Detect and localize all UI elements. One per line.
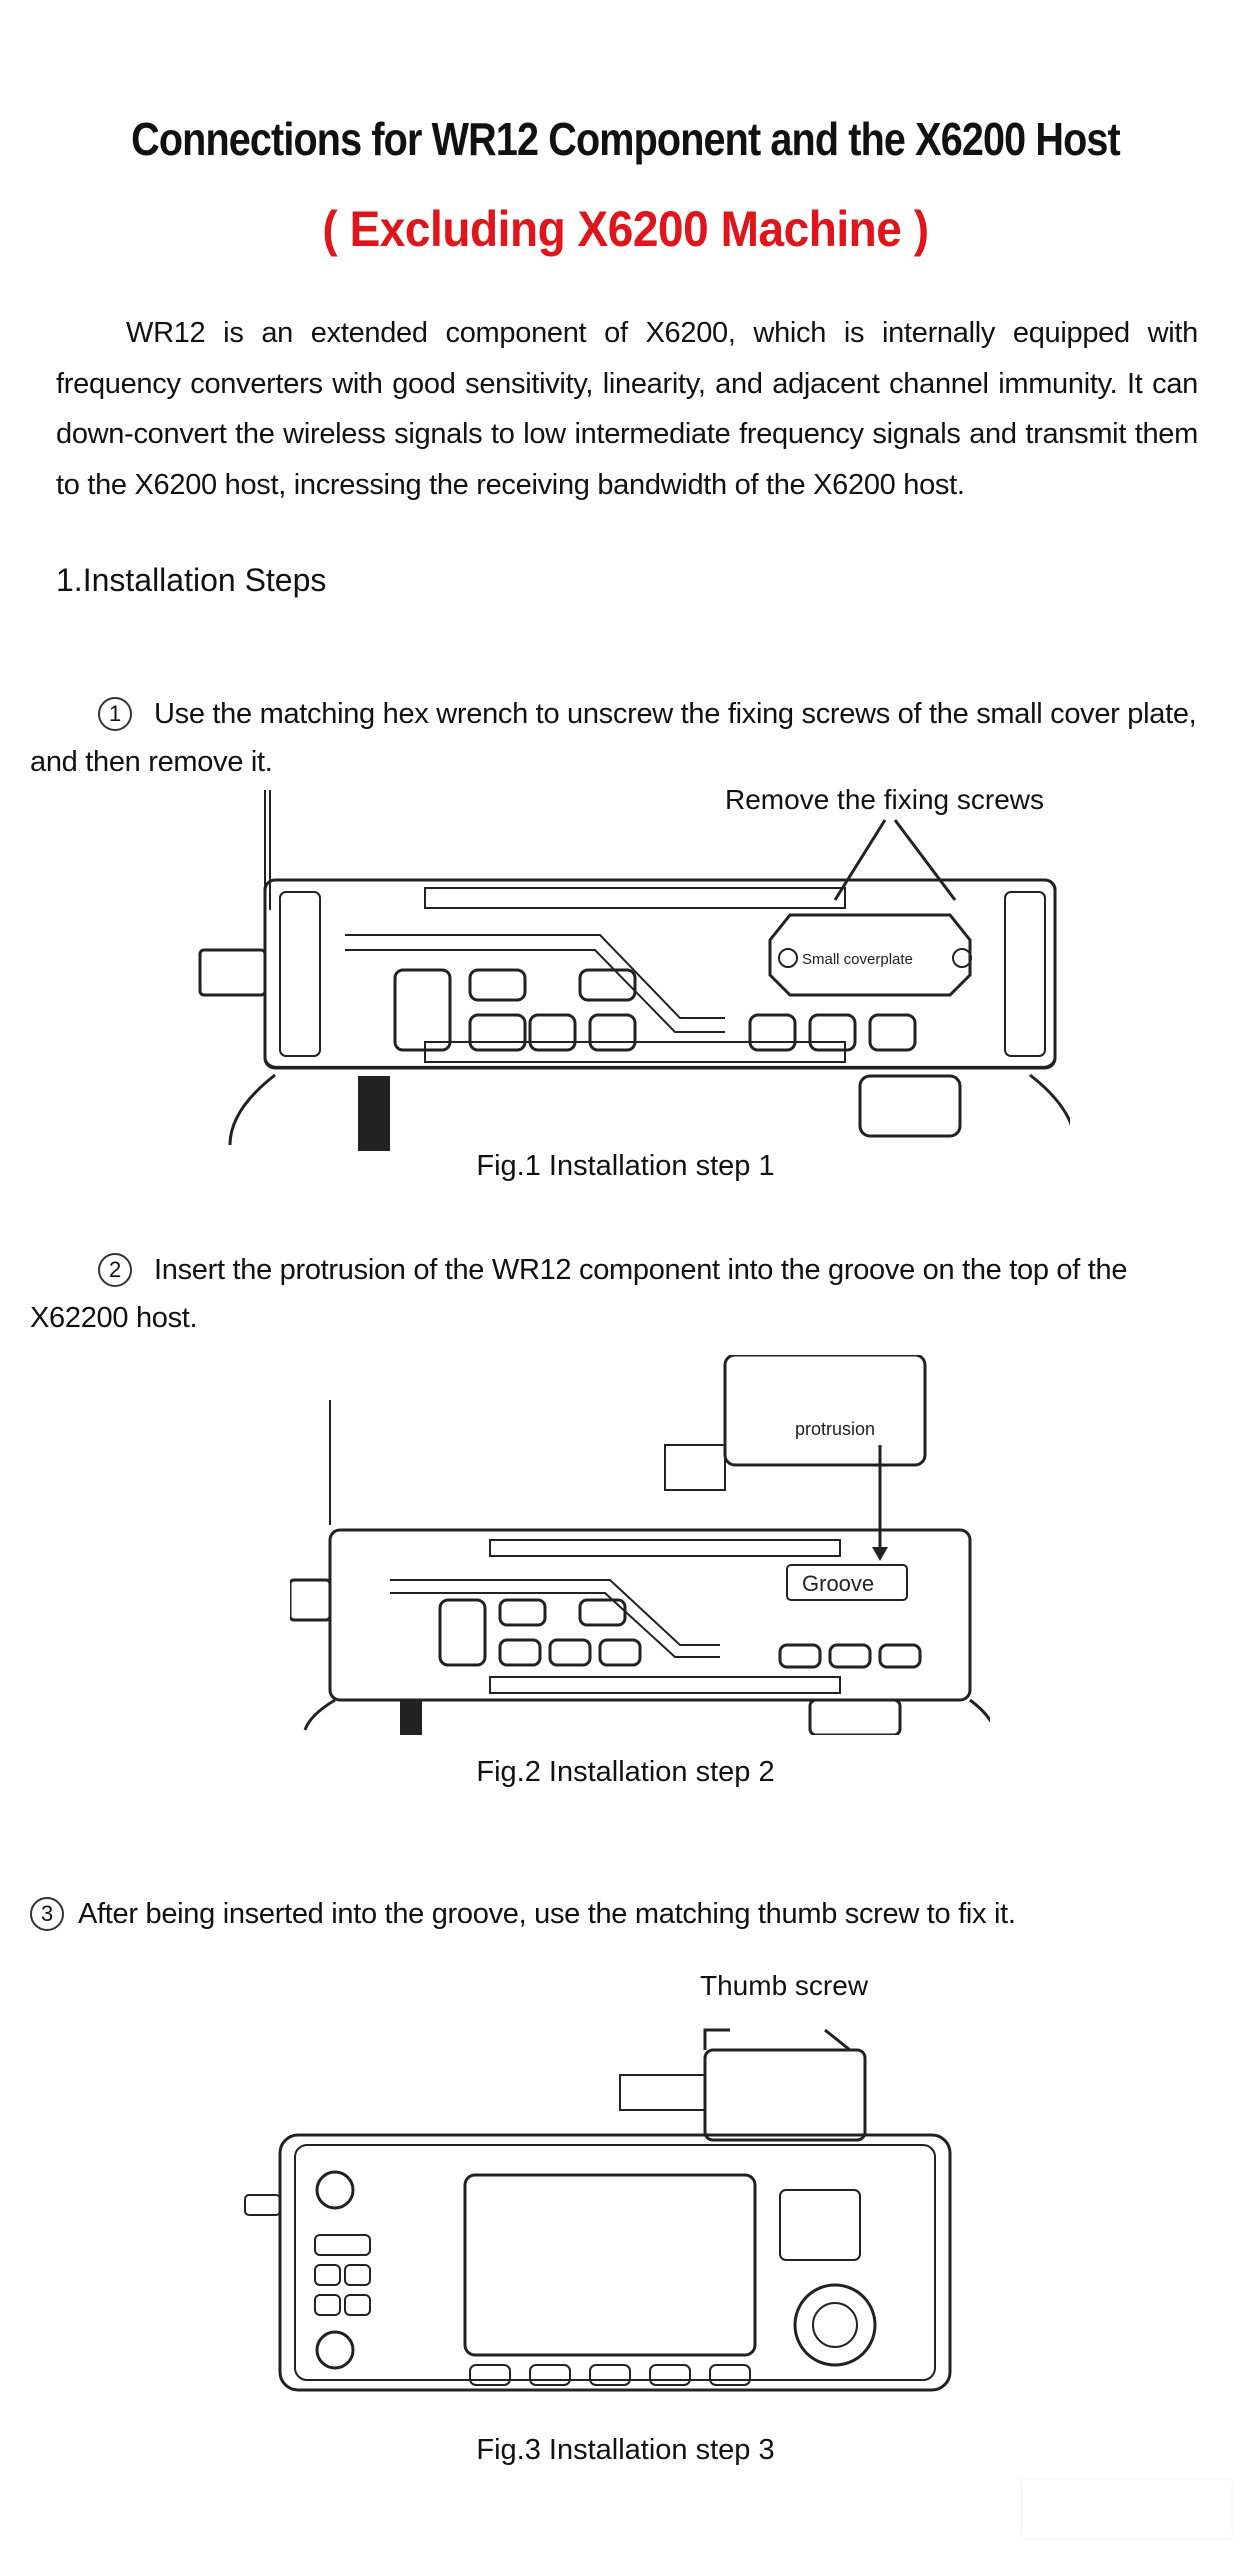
callout-remove-screws: Remove the fixing screws — [725, 784, 1045, 815]
intro-paragraph: WR12 is an extended component of X6200, … — [56, 308, 1198, 510]
step-number: 1 — [98, 697, 132, 731]
figure-1-caption: Fig.1 Installation step 1 — [476, 1150, 775, 1182]
step-3-text: 3 After being inserted into the groove, u… — [0, 1890, 1175, 1938]
figure-3-caption: Fig.3 Installation step 3 — [476, 2434, 775, 2466]
section-heading: 1.Installation Steps — [56, 562, 327, 598]
step-number: 3 — [30, 1897, 64, 1931]
intro-text: WR12 is an extended component of X6200, … — [56, 317, 1198, 501]
figure-2-device-with-wr12: protrusion Groove — [290, 1355, 990, 1735]
page-title: Connections for WR12 Component and the X… — [131, 113, 1121, 165]
callout-thumb-screw: Thumb screw — [700, 1970, 869, 2001]
blank-corner-panel — [1023, 2480, 1231, 2538]
step-description: Use the matching hex wrench to unscrew t… — [30, 698, 1197, 778]
figure-1-device-side-view: Small coverplate — [198, 790, 1070, 1151]
figure-2-caption: Fig.2 Installation step 2 — [476, 1756, 775, 1788]
label-groove: Groove — [802, 1571, 874, 1596]
label-small-coverplate: Small coverplate — [802, 951, 913, 968]
figure-3-device-front-view — [244, 2028, 952, 2392]
page-subtitle: ( Excluding X6200 Machine ) — [322, 201, 929, 257]
label-protrusion: protrusion — [795, 1419, 875, 1439]
step-number: 2 — [98, 1253, 132, 1287]
step-description: Insert the protrusion of the WR12 compon… — [30, 1254, 1128, 1334]
step-description: After being inserted into the groove, us… — [78, 1898, 1016, 1930]
